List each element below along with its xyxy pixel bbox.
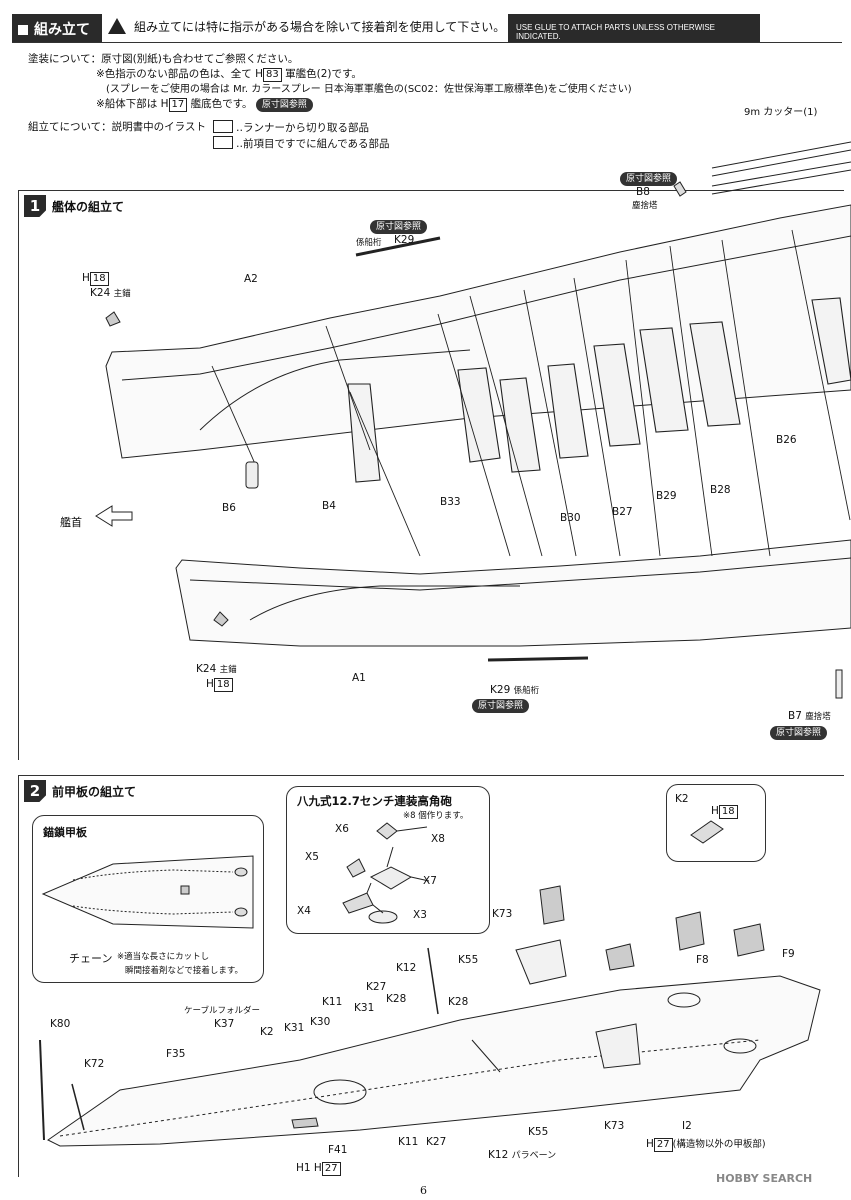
label-k24-bot: K24 主錨 <box>196 663 237 675</box>
label-k28-a: K28 <box>386 993 407 1005</box>
k2-drawing <box>690 820 724 844</box>
label-b8: B8 <box>636 186 650 198</box>
label-x8: X8 <box>431 833 445 845</box>
label-x7: X7 <box>423 875 437 887</box>
label-k29-top: K29 <box>394 234 415 246</box>
badge-k29-bot: 原寸図参照 <box>472 699 530 713</box>
label-k28-b: K28 <box>448 996 469 1008</box>
section-title: 組み立て <box>34 22 90 38</box>
label-bow: 艦首 <box>60 516 82 529</box>
label-f41: F41 <box>328 1144 348 1156</box>
anchor-deck-title: 錨鎖甲板 <box>43 826 87 839</box>
ref-badge: 原寸図参照 <box>255 98 313 112</box>
label-k80: K80 <box>50 1018 71 1030</box>
label-b8-sub: 塵捨塔 <box>632 201 658 211</box>
warning-icon <box>108 18 126 34</box>
label-b30: B30 <box>560 512 581 524</box>
badge-k29-top: 原寸図参照 <box>370 220 428 234</box>
blank-box-icon <box>213 120 233 133</box>
anchor-deck-inset: 錨鎖甲板 チェーン ※適当な長さにカットし 瞬間接着剤などで接着します。 <box>32 815 264 983</box>
label-i2: I2 <box>682 1120 692 1132</box>
k2-inset-label: K2 <box>675 793 689 805</box>
glue-notice-en: USE GLUE TO ATTACH PARTS UNLESS OTHERWIS… <box>508 14 760 42</box>
badge-b8: 原寸図参照 <box>620 172 678 186</box>
label-x6: X6 <box>335 823 349 835</box>
label-k37: K37 <box>214 1018 235 1030</box>
label-b6: B6 <box>222 502 236 514</box>
label-b4: B4 <box>322 500 336 512</box>
label-k30: K30 <box>310 1016 331 1028</box>
label-f9: F9 <box>782 948 795 960</box>
label-k31-top: K31 <box>354 1002 375 1014</box>
blank-box-icon <box>213 136 233 149</box>
label-k27-bot: K27 <box>426 1136 447 1148</box>
label-x3: X3 <box>413 909 427 921</box>
label-x5: X5 <box>305 851 319 863</box>
label-cable: ケーブルフォルダー <box>184 1006 260 1016</box>
label-k27-top: K27 <box>366 981 387 993</box>
label-k29-bot: K29 係船桁 <box>490 684 540 696</box>
label-b33: B33 <box>440 496 461 508</box>
square-icon <box>18 25 28 35</box>
header-divider <box>12 42 842 43</box>
glue-notice: 組み立てには特に指示がある場合を除いて接着剤を使用して下さい。 <box>108 18 505 35</box>
painting-line3: (スプレーをご使用の場合は Mr. カラースプレー 日本海軍軍艦色の(SC02：… <box>106 84 632 95</box>
label-b7: B7 塵捨塔 <box>788 710 831 722</box>
anchor-deck-drawing <box>41 855 254 929</box>
label-k31: K31 <box>284 1022 305 1034</box>
label-k11-bot: K11 <box>398 1136 419 1148</box>
label-x4: X4 <box>297 905 311 917</box>
chain-label: チェーン <box>69 952 113 965</box>
label-k73-bot: K73 <box>604 1120 625 1132</box>
label-b26: B26 <box>776 434 797 446</box>
label-k73-top: K73 <box>492 908 513 920</box>
step1-frame <box>18 190 844 760</box>
label-k24-top: K24 主錨 <box>90 287 131 299</box>
label-f8: F8 <box>696 954 709 966</box>
label-k2: K2 <box>260 1026 274 1038</box>
label-b27: B27 <box>612 506 633 518</box>
painting-line1: 塗装について：原寸図(別紙)も合わせてご参照ください。 <box>28 53 299 65</box>
section-header: 組み立て <box>12 14 102 42</box>
assembly-note-label: 組立てについて：説明書中のイラスト <box>28 121 206 133</box>
assembly-note-item1: ‥ランナーから切り取る部品 <box>213 120 369 136</box>
label-f35: F35 <box>166 1048 186 1060</box>
step2-frame <box>18 775 844 1177</box>
assembly-note-item2: ‥前項目ですでに組んである部品 <box>213 136 389 152</box>
label-k29-top-sub: 係船桁 <box>356 238 382 248</box>
gun-inset: 八九式12.7センチ連装高角砲 ※8 個作ります。 X6 X8 X5 X7 X4… <box>286 786 490 934</box>
label-k55-top: K55 <box>458 954 479 966</box>
label-k12-top: K12 <box>396 962 417 974</box>
label-k72: K72 <box>84 1058 105 1070</box>
badge-b7: 原寸図参照 <box>770 726 828 740</box>
label-a2: A2 <box>244 273 258 285</box>
chain-note2: 瞬間接着剤などで接着します。 <box>125 966 243 976</box>
label-k11-top: K11 <box>322 996 343 1008</box>
gun-drawing <box>342 822 430 924</box>
gun-note: ※8 個作ります。 <box>403 811 469 821</box>
label-k55-bot: K55 <box>528 1126 549 1138</box>
label-k12-bot: K12 パラベーン <box>488 1149 557 1161</box>
page-number: 6 <box>420 1184 427 1197</box>
label-cutter: 9m カッター(1) <box>744 107 818 118</box>
label-b29: B29 <box>656 490 677 502</box>
label-b28: B28 <box>710 484 731 496</box>
watermark: HOBBY SEARCH <box>716 1172 813 1185</box>
label-a1: A1 <box>352 672 366 684</box>
chain-note1: ※適当な長さにカットし <box>117 952 210 962</box>
gun-title: 八九式12.7センチ連装高角砲 <box>297 794 452 808</box>
